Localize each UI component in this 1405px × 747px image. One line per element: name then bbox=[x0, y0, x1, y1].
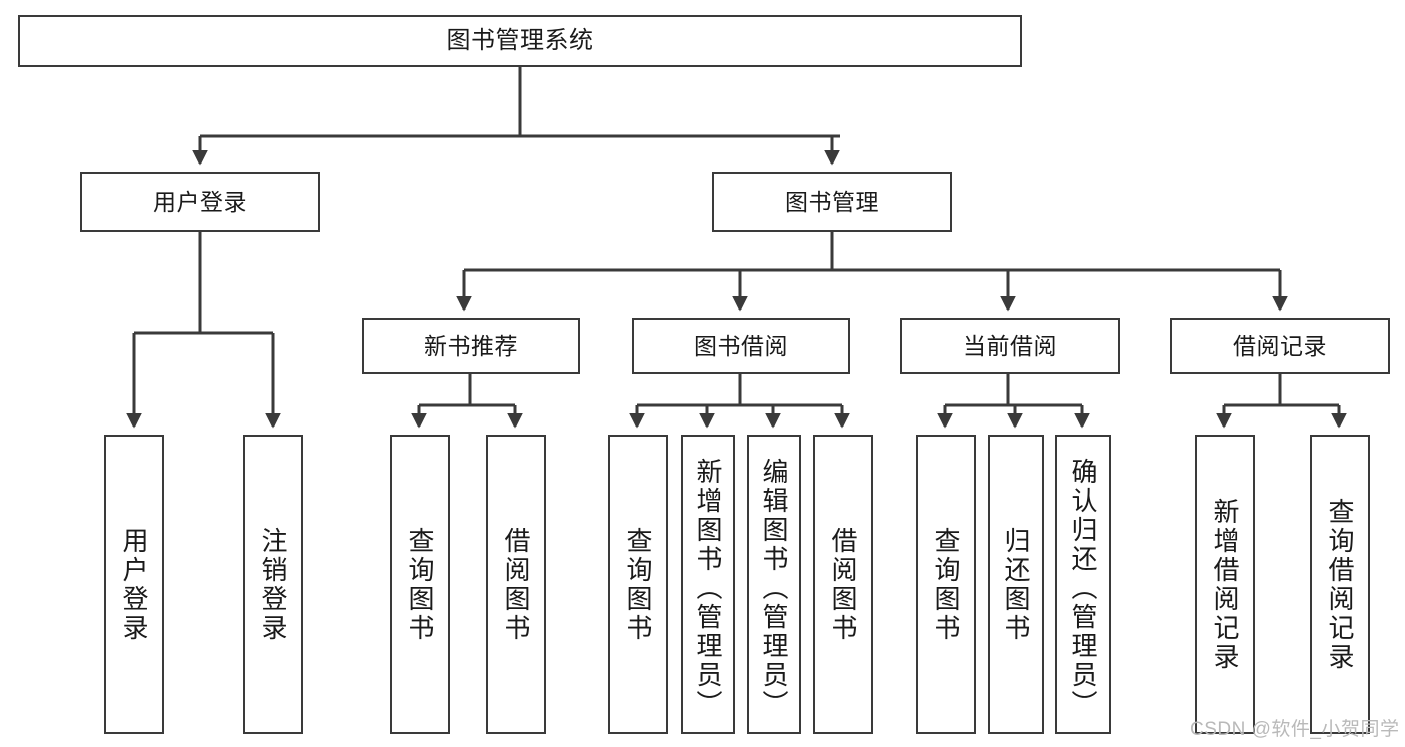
node-leaf-user-login-label: 用户登录 bbox=[119, 526, 149, 643]
node-book-borrow[interactable]: 图书借阅 bbox=[632, 318, 850, 374]
node-leaf-logout[interactable]: 注销登录 bbox=[243, 435, 303, 734]
node-book-manage[interactable]: 图书管理 bbox=[712, 172, 952, 232]
node-leaf-return-book[interactable]: 归还图书 bbox=[988, 435, 1044, 734]
node-leaf-query-record-label: 查询借阅记录 bbox=[1325, 497, 1355, 672]
node-leaf-query-book-3[interactable]: 查询图书 bbox=[916, 435, 976, 734]
node-book-manage-label: 图书管理 bbox=[785, 188, 879, 215]
node-leaf-add-book[interactable]: 新增图书（管理员） bbox=[681, 435, 735, 734]
node-leaf-query-book-2-label: 查询图书 bbox=[623, 526, 653, 643]
node-leaf-logout-label: 注销登录 bbox=[258, 526, 288, 643]
node-leaf-query-record[interactable]: 查询借阅记录 bbox=[1310, 435, 1370, 734]
node-leaf-add-record-label: 新增借阅记录 bbox=[1210, 497, 1240, 672]
node-leaf-query-book-2[interactable]: 查询图书 bbox=[608, 435, 668, 734]
node-new-book-rec[interactable]: 新书推荐 bbox=[362, 318, 580, 374]
node-current-borrow[interactable]: 当前借阅 bbox=[900, 318, 1120, 374]
node-current-borrow-label: 当前借阅 bbox=[963, 332, 1057, 359]
node-root-label: 图书管理系统 bbox=[446, 27, 594, 55]
node-leaf-query-book-1[interactable]: 查询图书 bbox=[390, 435, 450, 734]
node-root[interactable]: 图书管理系统 bbox=[18, 15, 1022, 67]
node-borrow-record[interactable]: 借阅记录 bbox=[1170, 318, 1390, 374]
node-leaf-confirm-return-label: 确认归还（管理员） bbox=[1068, 458, 1098, 719]
node-leaf-edit-book[interactable]: 编辑图书（管理员） bbox=[747, 435, 801, 734]
node-leaf-borrow-book-1[interactable]: 借阅图书 bbox=[486, 435, 546, 734]
node-leaf-borrow-book-2-label: 借阅图书 bbox=[828, 526, 858, 643]
node-leaf-confirm-return[interactable]: 确认归还（管理员） bbox=[1055, 435, 1111, 734]
node-user-login[interactable]: 用户登录 bbox=[80, 172, 320, 232]
node-user-login-label: 用户登录 bbox=[153, 188, 247, 215]
node-book-borrow-label: 图书借阅 bbox=[694, 332, 788, 359]
node-leaf-borrow-book-1-label: 借阅图书 bbox=[501, 526, 531, 643]
node-leaf-query-book-3-label: 查询图书 bbox=[931, 526, 961, 643]
node-leaf-add-record[interactable]: 新增借阅记录 bbox=[1195, 435, 1255, 734]
node-borrow-record-label: 借阅记录 bbox=[1233, 332, 1327, 359]
node-new-book-rec-label: 新书推荐 bbox=[424, 332, 518, 359]
csdn-watermark: CSDN @软件_小贺同学 bbox=[1190, 719, 1400, 740]
node-leaf-return-book-label: 归还图书 bbox=[1001, 526, 1031, 643]
node-leaf-query-book-1-label: 查询图书 bbox=[405, 526, 435, 643]
node-leaf-user-login[interactable]: 用户登录 bbox=[104, 435, 164, 734]
node-leaf-edit-book-label: 编辑图书（管理员） bbox=[759, 458, 789, 719]
node-leaf-add-book-label: 新增图书（管理员） bbox=[693, 458, 723, 719]
node-leaf-borrow-book-2[interactable]: 借阅图书 bbox=[813, 435, 873, 734]
